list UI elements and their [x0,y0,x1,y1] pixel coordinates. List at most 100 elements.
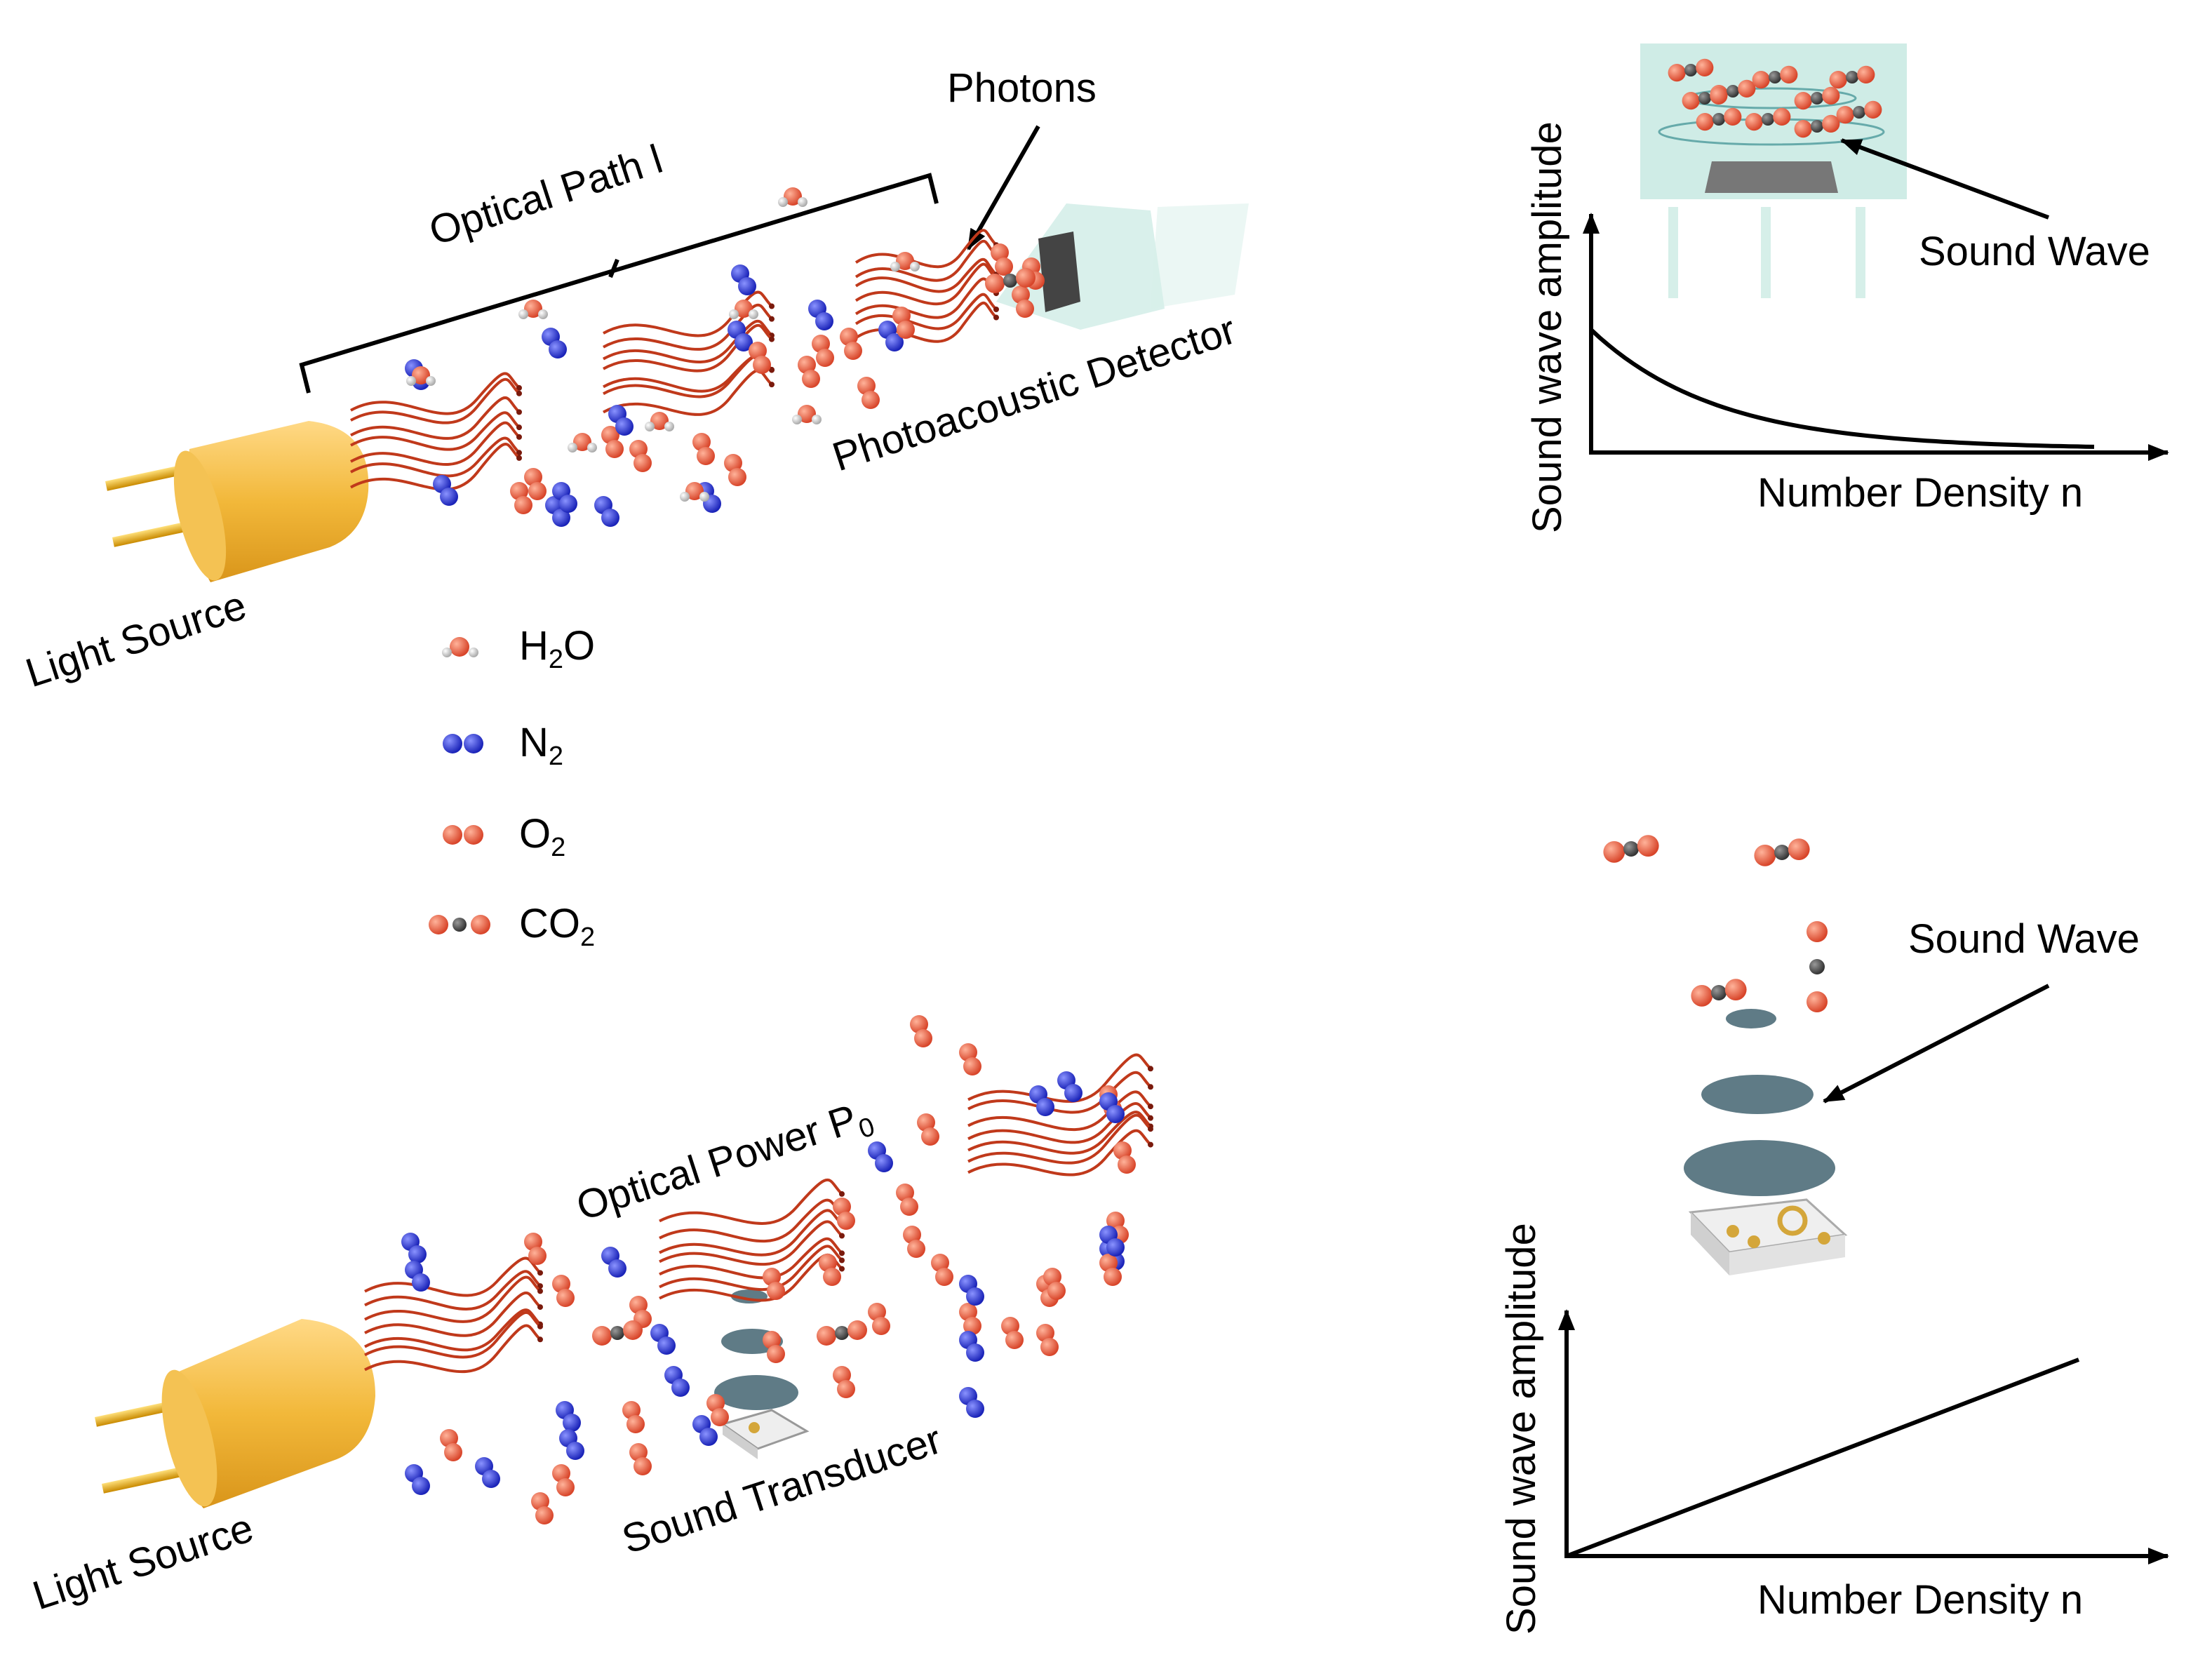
o2-molecule [552,1275,575,1307]
o2-molecule [896,1184,918,1216]
bottom-graph-xlabel: Number Density n [1757,1577,2083,1623]
co2-molecule [817,1320,867,1346]
o2-molecule [622,1401,645,1433]
n2-molecule [664,1366,690,1397]
photon-path [364,1308,542,1352]
n2-molecule [559,1429,584,1460]
o2-molecule [552,1464,575,1496]
photon-head [769,316,775,322]
o2-molecule [510,482,532,514]
optical-path-bracket [299,173,939,394]
n2-molecule [959,1275,984,1306]
n2-molecule [594,496,619,527]
h2o-molecule [518,300,548,319]
top-sound-wave-arrow [1840,138,2050,220]
o2-molecule [931,1254,953,1286]
o2-molecule [833,1198,855,1230]
o2-molecule [833,1366,855,1398]
n2-molecule [1099,1092,1125,1123]
h2o-molecule [729,300,758,319]
n2-molecule [433,475,458,506]
bottom-photon-bundle [364,1053,1153,1374]
n2-molecule [808,300,833,330]
co2-molecule [985,268,1035,293]
photon-head [1148,1084,1153,1090]
cell-molecules [1668,58,1882,138]
photon-head [1148,1066,1153,1072]
n2-molecule [475,1457,500,1488]
co2-molecule [1691,979,1747,1007]
o2-molecule [1043,1268,1066,1300]
photon-head [537,1323,543,1329]
photon-head [516,409,522,415]
photon-path [364,1291,542,1337]
n2-molecule [601,1247,626,1278]
co2-molecule [1682,86,1728,110]
photon-path [603,303,773,351]
photon-path [967,1129,1152,1177]
photon-path [603,290,773,337]
photon-path [350,421,521,466]
co2-molecule [1603,835,1659,863]
co2-molecule [1794,86,1840,110]
co2-molecule [1836,100,1882,124]
photon-head [537,1283,543,1289]
o2-molecule [857,377,880,409]
o2-molecule [959,1043,981,1075]
photon-path [659,1198,843,1243]
photon-head [516,455,522,461]
o2-molecule [524,468,547,500]
h2o-molecule [890,252,920,272]
top-molecules [405,187,1045,527]
co2-molecule [1745,107,1791,131]
bottom-linear-line [1565,1358,2080,1558]
o2-molecule [917,1113,939,1146]
br-wave-disc-3 [1684,1140,1835,1196]
photon-head [839,1233,845,1239]
bottom-source-face [161,1369,217,1507]
n2-molecule [878,321,904,351]
photon-head [516,424,522,431]
h2o-molecule [792,405,822,424]
n2-molecule [542,328,567,358]
top-graph-ylabel: Sound wave amplitude [1524,121,1570,533]
co2-molecule [592,1320,643,1346]
co2-molecule [1752,65,1798,89]
photon-path [659,1245,843,1292]
o2-molecule [724,454,746,486]
co2-molecule [1794,114,1840,138]
photon-head [769,382,775,388]
legend-label-o2: O2 [519,811,565,862]
legend-label-h2o: H2O [519,623,595,674]
legend-label-co2: CO2 [519,901,595,952]
co2-molecule [1807,921,1828,1012]
top-source-face [173,450,227,581]
o2-molecule [531,1492,554,1524]
photon-head [537,1336,543,1343]
photon-path [854,293,998,330]
n2-molecule [959,1387,984,1418]
photon-head [1148,1141,1153,1148]
photons-label: Photons [947,65,1097,111]
legend: H2O N2 O2 CO2 [429,623,595,952]
legend-icon-n2 [443,734,483,753]
photon-path [967,1113,1152,1165]
legend-label-n2: N2 [519,720,563,771]
top-light-source [105,421,369,582]
photon-head [1148,1104,1153,1110]
optical-path-label: Optical Path l [424,136,668,254]
photon-path [603,369,773,416]
co2-molecule [1829,65,1875,89]
n2-molecule [731,264,756,295]
photon-path [659,1178,843,1225]
top-source-body [188,421,369,582]
bottom-sound-wave-label: Sound Wave [1908,916,2140,962]
photon-path [603,323,773,373]
n2-molecule [545,496,570,527]
o2-molecule [892,307,915,339]
photon-path [967,1053,1152,1103]
photon-path [364,1324,542,1374]
photoacoustic-detector [996,203,1249,330]
n2-molecule [405,1464,430,1495]
o2-molecule [440,1429,462,1461]
